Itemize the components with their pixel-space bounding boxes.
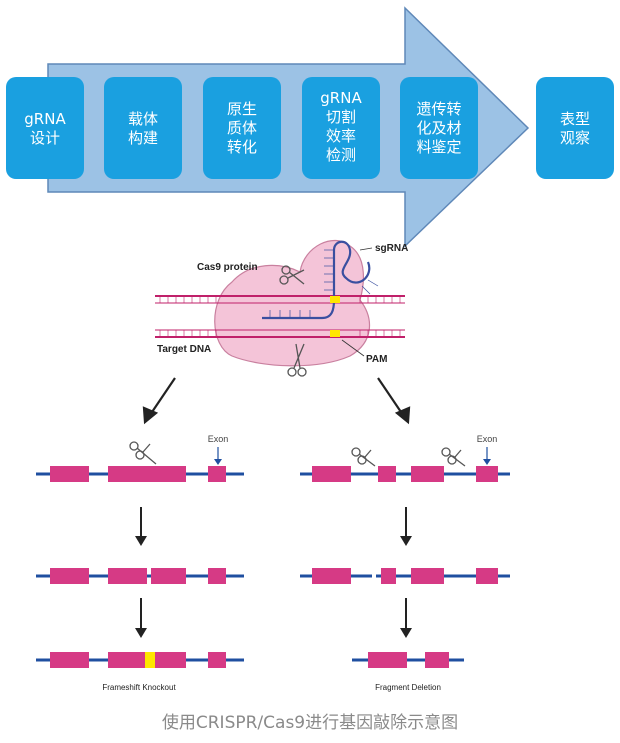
exon-left-1c [208, 466, 226, 482]
down-arrow-left-2-head [135, 628, 147, 638]
right-branch-arrow [377, 377, 404, 416]
scissors-icon-5 [441, 447, 466, 467]
final-step-line-1: 表型 [560, 110, 590, 128]
exon-left-3c [155, 652, 186, 668]
sgrna-pointer [359, 247, 373, 251]
step-1-line-1: gRNA [24, 110, 66, 128]
workflow-arrow-shape [47, 6, 530, 248]
exon-left-2c [151, 568, 186, 584]
exon-left-2d [208, 568, 226, 584]
exon-right-2d [476, 568, 498, 584]
step-5-line-1: 遗传转 [416, 100, 461, 118]
step-box-1: gRNA 设计 [6, 77, 84, 179]
exon-left-3a [50, 652, 89, 668]
fragment-column: Exon Fragment Deletion [300, 434, 510, 692]
exon-pointer-left-head [214, 459, 222, 465]
exon-left-3d [208, 652, 226, 668]
scissors-icon-2 [287, 343, 307, 377]
cas9-protein-label: Cas9 protein [197, 262, 258, 273]
step-1-line-2: 设计 [30, 129, 60, 147]
step-5-line-2: 化及材 [416, 119, 461, 137]
scissors-icon-3 [129, 441, 157, 465]
exon-left-2b [108, 568, 147, 584]
step-2-line-1: 载体 [128, 110, 158, 128]
exon-label-right: Exon [477, 434, 498, 444]
scissors-icon-4 [351, 447, 376, 467]
branch-arrows [142, 377, 411, 425]
dna-rungs [159, 296, 401, 337]
exon-label-left: Exon [208, 434, 229, 444]
step-box-3: 原生 质体 转化 [203, 77, 281, 179]
step-3-line-2: 质体 [227, 119, 257, 137]
exon-right-3b [425, 652, 449, 668]
exon-right-3a [368, 652, 407, 668]
step-3-line-3: 转化 [227, 138, 257, 156]
frameshift-column: Exon Frameshift Knockout [36, 434, 244, 692]
down-arrow-right-1-head [400, 536, 412, 546]
frameshift-label: Frameshift Knockout [102, 683, 176, 692]
step-2-line-2: 构建 [128, 129, 158, 147]
exon-left-2a [50, 568, 89, 584]
figure-caption: 使用CRISPR/Cas9进行基因敲除示意图 [161, 713, 459, 733]
step-4-line-1: gRNA [320, 89, 362, 107]
step-3-line-1: 原生 [227, 100, 257, 118]
target-dna-label: Target DNA [157, 344, 211, 355]
sgrna-label: sgRNA [375, 243, 408, 254]
exon-pointer-right-head [483, 459, 491, 465]
exon-right-2c [411, 568, 444, 584]
left-branch-arrow [149, 377, 176, 416]
exon-left-1a [50, 466, 89, 482]
exon-left-3b [108, 652, 145, 668]
final-step-line-2: 观察 [560, 129, 590, 147]
sgrna-strand [262, 240, 371, 320]
exon-right-2b [381, 568, 396, 584]
exon-right-1d [476, 466, 498, 482]
step-4-line-3: 效率 [326, 127, 356, 145]
pam-label: PAM [366, 354, 387, 365]
step-4-line-2: 切割 [326, 108, 356, 126]
down-arrow-right-2-head [400, 628, 412, 638]
step-5-line-3: 料鉴定 [416, 138, 461, 156]
fragment-label: Fragment Deletion [375, 683, 441, 692]
exon-right-1c [411, 466, 444, 482]
step-box-final: 表型 观察 [536, 77, 614, 179]
right-branch-arrowhead [394, 406, 411, 425]
indel-marker [145, 652, 155, 668]
sgrna-bases [269, 249, 379, 318]
step-4-line-4: 检测 [326, 146, 356, 164]
step-box-2: 载体 构建 [104, 77, 182, 179]
pam-site-top [330, 296, 340, 303]
exon-right-1b [378, 466, 396, 482]
left-branch-arrowhead [142, 406, 159, 425]
exon-left-1b [108, 466, 186, 482]
cas9-complex: Cas9 protein sgRNA Target DNA PAM [155, 240, 408, 377]
step-box-5: 遗传转 化及材 料鉴定 [400, 77, 478, 179]
exon-right-2a [312, 568, 351, 584]
pam-site-bottom [330, 330, 340, 337]
scissors-icon [279, 265, 305, 285]
workflow-arrow [47, 6, 530, 248]
pam-pointer [341, 339, 365, 357]
exon-right-1a [312, 466, 351, 482]
step-box-4: gRNA 切割 效率 检测 [302, 77, 380, 179]
down-arrow-left-1-head [135, 536, 147, 546]
